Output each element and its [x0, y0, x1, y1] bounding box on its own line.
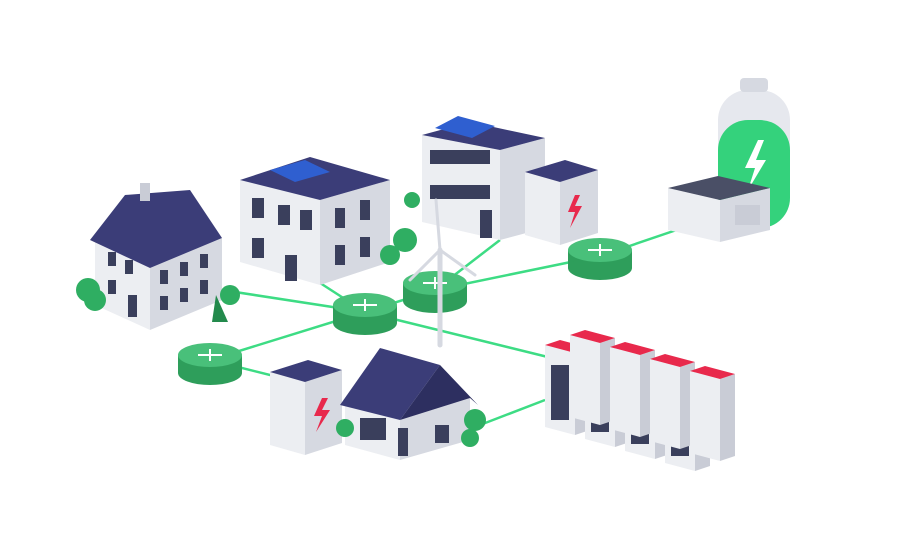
- router: [568, 238, 632, 280]
- battery-cabinet-icon: [270, 360, 342, 455]
- house-icon: [90, 183, 222, 330]
- battery-rack-icon: [545, 330, 735, 471]
- wind-turbine-icon: [408, 198, 477, 348]
- tree-icon: [76, 192, 486, 447]
- router: [178, 343, 242, 385]
- battery-rack: [570, 330, 615, 425]
- router: [403, 271, 467, 313]
- battery-cabinet-icon: [525, 160, 598, 245]
- router: [333, 293, 397, 335]
- office-icon: [422, 116, 545, 240]
- generator-icon: [668, 176, 770, 242]
- battery-rack: [610, 342, 655, 437]
- router-icon: [178, 238, 632, 385]
- house-icon: [340, 348, 478, 460]
- battery-rack: [650, 354, 695, 449]
- battery-rack: [690, 366, 735, 461]
- apartment-icon: [240, 157, 390, 285]
